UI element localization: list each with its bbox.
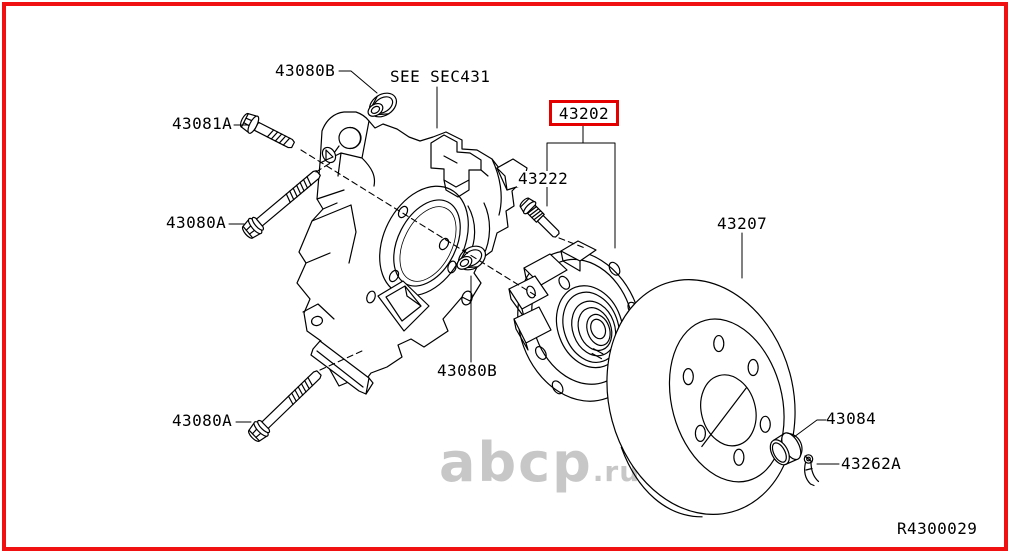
see-section-note: SEE SEC431 <box>390 67 491 86</box>
watermark-main-text: abcp <box>439 431 593 494</box>
grease-cap-drawing[interactable] <box>766 429 807 469</box>
lower-bolt-drawing[interactable] <box>245 366 325 444</box>
hub-callout-bracket <box>546 122 616 249</box>
grommet-top-drawing[interactable] <box>363 88 401 123</box>
drawing-ref-code: R4300029 <box>897 519 978 538</box>
part-label-cap[interactable]: 43084 <box>826 409 877 428</box>
hub-part-number: 43202 <box>558 103 610 123</box>
mid-bolt-drawing[interactable] <box>239 166 324 242</box>
brake-rotor-drawing[interactable] <box>581 258 820 536</box>
bottom-bar <box>310 340 374 395</box>
cotter-pin-drawing[interactable] <box>803 454 820 487</box>
knuckle-drawing[interactable] <box>296 111 528 395</box>
part-label-stud[interactable]: 43222 <box>517 169 570 188</box>
part-label-grommet-mid[interactable]: 43080B <box>437 361 498 380</box>
part-label-rotor[interactable]: 43207 <box>717 214 768 233</box>
assembly-axis-dashed-lines <box>300 149 586 371</box>
part-label-hub-highlighted[interactable]: 43202 <box>549 100 619 126</box>
part-label-bolt-mid[interactable]: 43080A <box>166 213 227 232</box>
leader-lines <box>228 70 840 465</box>
part-label-bolt-upper[interactable]: 43081A <box>172 114 233 133</box>
part-label-grommet-top[interactable]: 43080B <box>275 61 336 80</box>
wheel-stud-drawing[interactable] <box>517 195 563 241</box>
part-label-pin[interactable]: 43262A <box>841 454 902 473</box>
upper-bolt-drawing[interactable] <box>238 111 297 154</box>
part-label-bolt-lower[interactable]: 43080A <box>172 411 233 430</box>
